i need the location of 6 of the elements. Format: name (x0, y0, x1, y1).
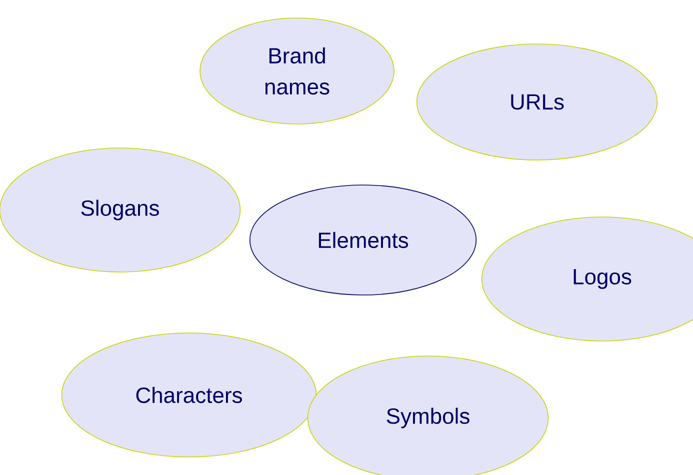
ellipse-node: Characters (61, 332, 317, 458)
ellipse-node: Brand names (200, 18, 394, 124)
ellipse-node: Logos (481, 216, 693, 342)
ellipse-node: Elements (249, 184, 477, 296)
ellipse-node: Symbols (307, 356, 549, 475)
ellipse-node: URLs (416, 44, 658, 160)
